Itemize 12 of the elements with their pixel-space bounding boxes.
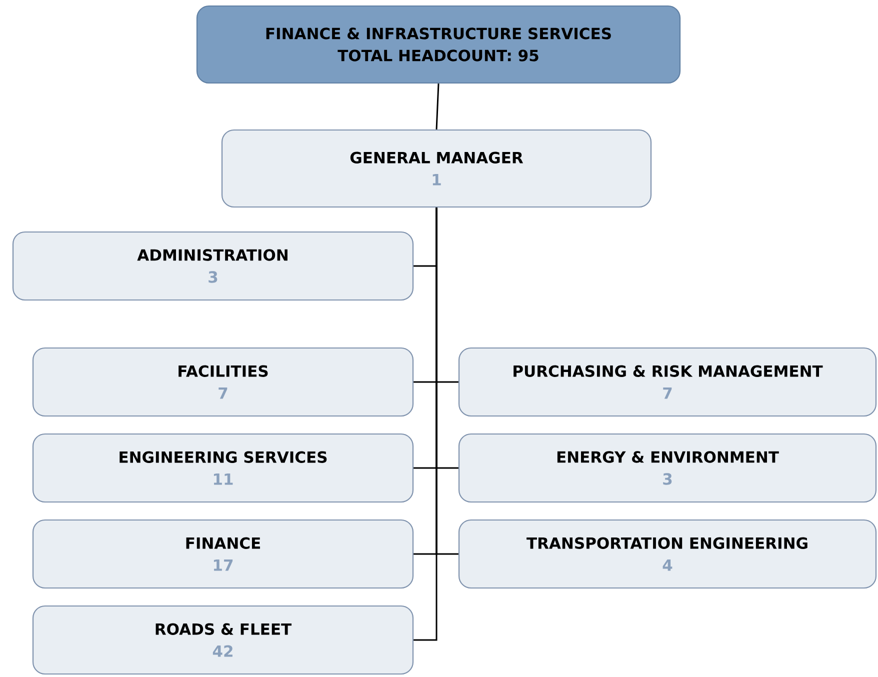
unit-box: PURCHASING & RISK MANAGEMENT 7	[458, 347, 877, 417]
unit-box: TRANSPORTATION ENGINEERING 4	[458, 519, 877, 589]
connector-line	[436, 84, 440, 130]
unit-box: FACILITIES 7	[32, 347, 414, 417]
connector-line	[414, 208, 438, 641]
unit-box: ENGINEERING SERVICES 11	[32, 433, 414, 503]
unit-box: ENERGY & ENVIRONMENT 3	[458, 433, 877, 503]
unit-box: ROADS & FLEET 42	[32, 605, 414, 675]
unit-box: FINANCE 17	[32, 519, 414, 589]
unit-box: GENERAL MANAGER 1	[221, 129, 652, 208]
unit-box: ADMINISTRATION 3	[12, 231, 414, 301]
head-box: FINANCE & INFRASTRUCTURE SERVICES TOTAL HEADCOUNT: 95	[196, 5, 681, 84]
